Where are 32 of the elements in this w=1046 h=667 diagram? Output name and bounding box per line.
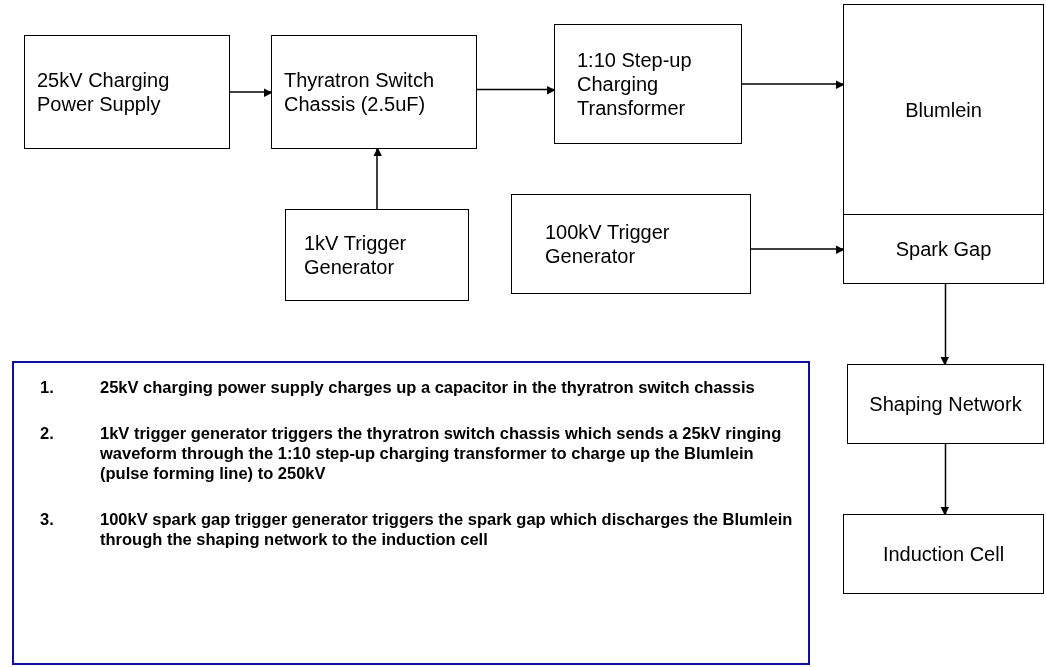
block-label: 100kV Trigger Generator <box>545 220 671 268</box>
block-label: Blumlein <box>905 97 982 122</box>
block-label: 1kV Trigger Generator <box>304 231 408 279</box>
note-text: 100kV spark gap trigger generator triggers the spark gap which discharges the Blumlein through the shaping network to the induction cell <box>100 509 794 549</box>
notes-panel <box>12 361 810 665</box>
block-box <box>843 214 1044 284</box>
block-label: 1:10 Step-up Charging Transformer <box>577 48 693 120</box>
block-box <box>271 35 477 149</box>
block-label: Shaping Network <box>869 392 1022 416</box>
block-box <box>24 35 230 149</box>
block-label: Induction Cell <box>882 542 1005 566</box>
block-box <box>843 514 1044 594</box>
arrow <box>750 245 845 254</box>
block-label: 25kV Charging Power Supply <box>37 68 171 116</box>
note-text: 1kV trigger generator triggers the thyratron switch chassis which sends a 25kV ringing waveform through the 1:10 step-up charging transformer to charge up the Blumlein (pulse forming line) to 250kV <box>100 423 783 483</box>
block-label: Spark Gap <box>895 237 992 261</box>
note-text: 25kV charging power supply charges up a capacitor in the thyratron switch chassis <box>100 377 756 397</box>
block-box <box>847 364 1044 444</box>
list-number: 3. <box>40 509 55 530</box>
arrow <box>373 147 382 210</box>
block-box <box>843 4 1044 215</box>
list-number: 1. <box>40 377 55 397</box>
block-box <box>285 209 469 301</box>
arrow <box>940 443 949 516</box>
block-box <box>511 194 751 294</box>
arrow <box>229 88 273 97</box>
list-number: 2. <box>40 423 55 444</box>
block-box <box>554 24 742 144</box>
arrow <box>476 86 556 95</box>
arrow <box>741 80 845 89</box>
arrow <box>940 283 949 366</box>
block-label: Thyratron Switch Chassis (2.5uF) <box>284 68 436 116</box>
